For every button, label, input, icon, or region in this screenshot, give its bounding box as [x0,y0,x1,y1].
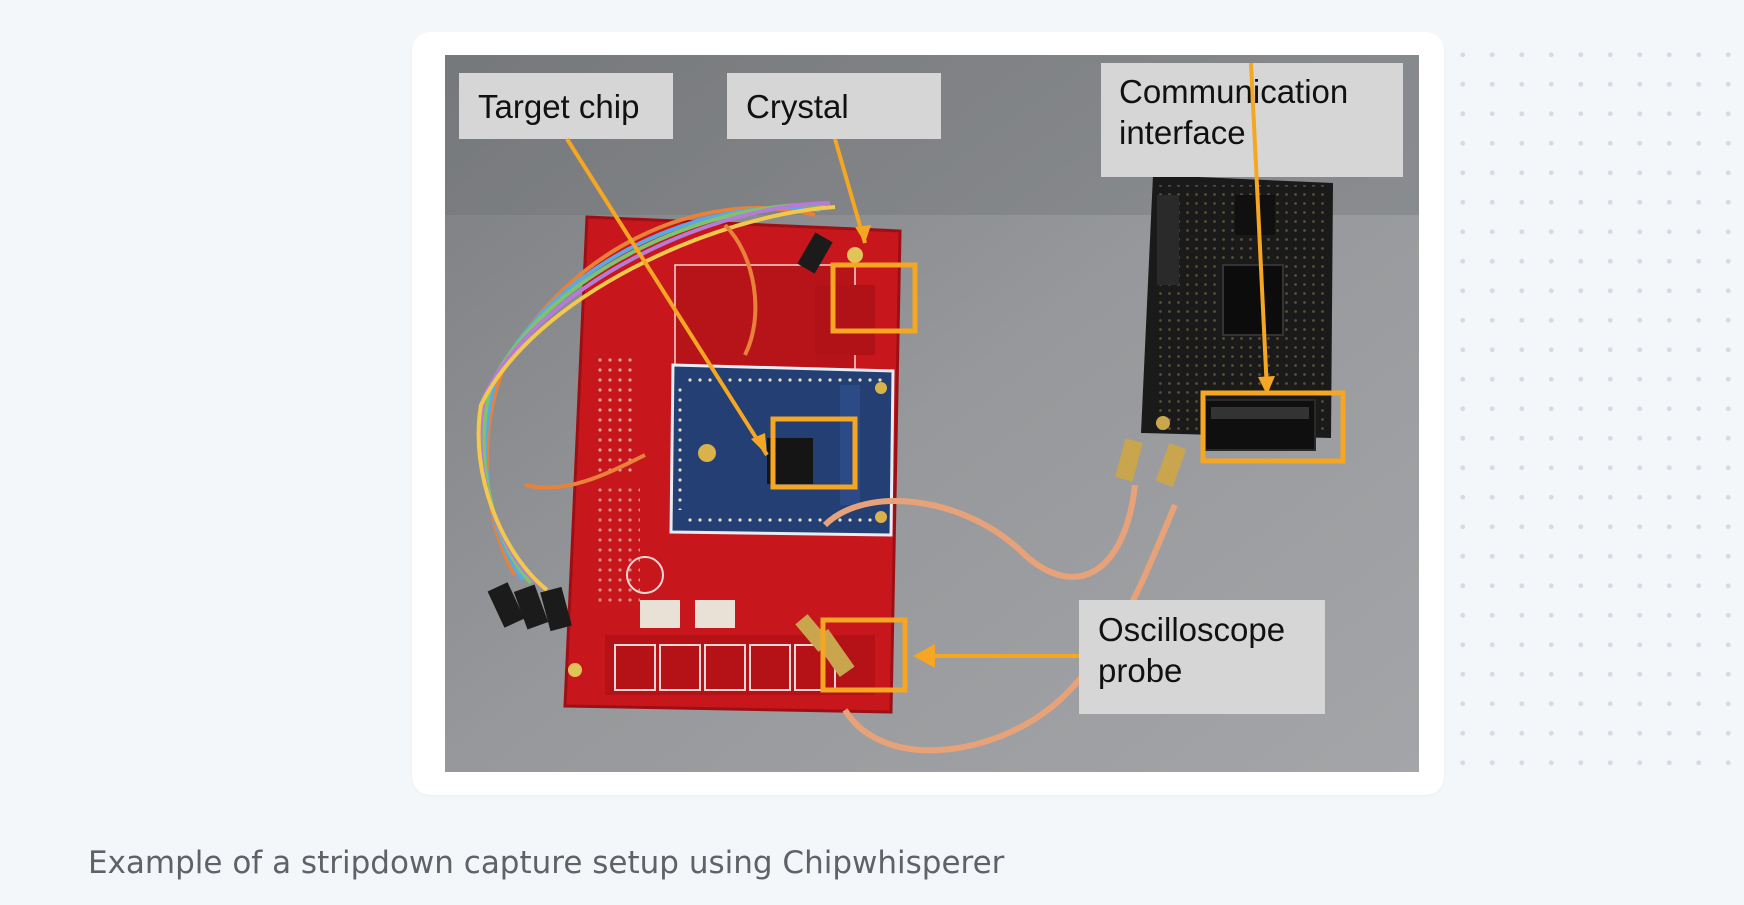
oscilloscope-highlight [820,617,908,693]
annotation-overlays: Target chip Crystal Communication interf… [459,62,1403,714]
photo-illustration: Target chip Crystal Communication interf… [445,55,1419,772]
capture-setup-photo: Target chip Crystal Communication interf… [445,55,1419,772]
target-chip-label: Target chip [478,88,639,125]
target-chip-arrow [565,137,769,457]
figure-caption: Example of a stripdown capture setup usi… [88,845,1005,881]
crystal-highlight [830,262,918,334]
blue-target-board [669,363,895,537]
communication-label-line2: interface [1119,114,1246,151]
crystal-label: Crystal [746,88,849,125]
communication-label-line1: Communication [1119,73,1348,110]
oscilloscope-label-box [1079,600,1325,714]
oscilloscope-label-line2: probe [1098,652,1182,689]
crystal-arrow [833,138,867,244]
chipwhisperer-board [1141,175,1333,451]
crystal-label-box [727,73,941,139]
target-chip-label-box [459,73,673,139]
target-chip-highlight [770,416,858,490]
wire-ends [487,232,833,632]
dot-grid-decoration [1448,40,1744,785]
communication-highlight [1200,390,1346,464]
coax-cables [822,484,1178,754]
jumper-wires [476,201,836,592]
communication-arrow [1249,62,1269,392]
oscilloscope-label-line1: Oscilloscope [1098,611,1285,648]
